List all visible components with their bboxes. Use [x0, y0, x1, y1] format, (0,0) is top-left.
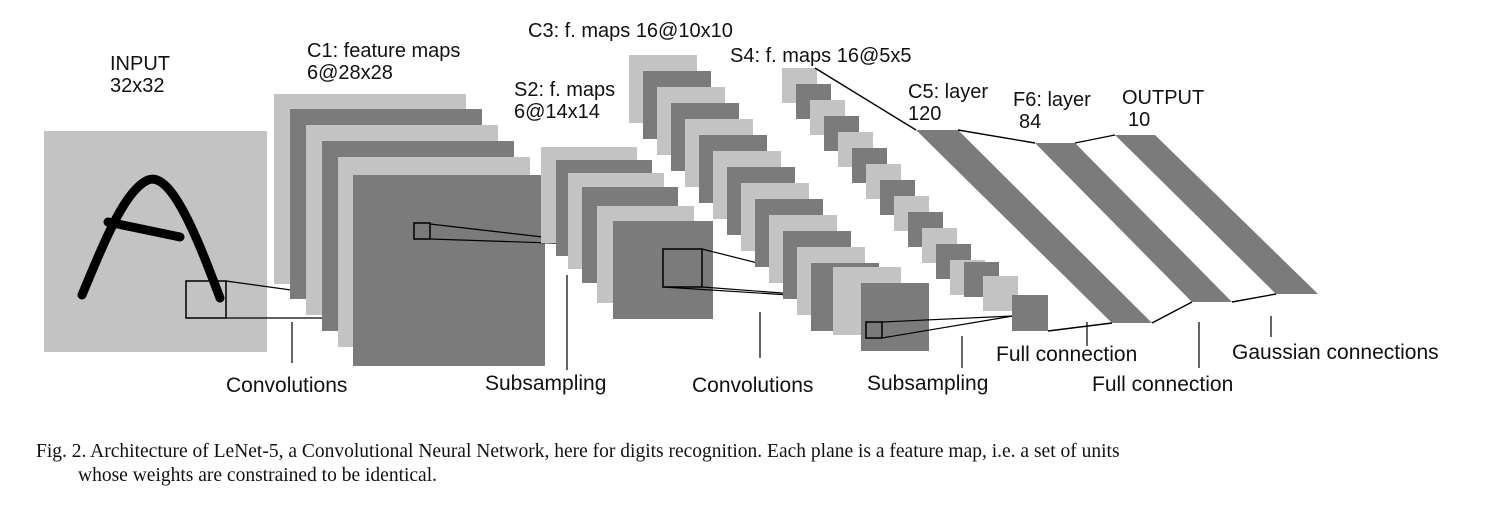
op-subsampling-1: Subsampling [485, 372, 607, 395]
c3-feature-maps [629, 55, 929, 351]
sub2-line-top [881, 315, 1014, 323]
s2-name: S2: f. maps [514, 79, 616, 101]
input-plane [44, 131, 267, 352]
op-convolutions-2: Convolutions [692, 374, 814, 397]
dense-connections [814, 67, 1277, 332]
f6-layer [1035, 143, 1232, 302]
op-gaussian-connections: Gaussian connections [1232, 341, 1439, 364]
output-name: OUTPUT [1122, 87, 1205, 109]
letter-a-glyph [77, 174, 225, 303]
c1-receptive-field [413, 222, 431, 240]
sub2-line-bottom [881, 315, 1014, 339]
op-convolutions-1: Convolutions [226, 374, 348, 397]
output-size: 10 [1128, 109, 1151, 131]
s2-receptive-field [662, 248, 703, 288]
c5-layer [916, 130, 1152, 323]
input-receptive-field [185, 280, 227, 319]
input-name: INPUT [110, 53, 170, 75]
s4-name: S4: f. maps 16@5x5 [730, 45, 912, 67]
input-size: 32x32 [110, 75, 165, 97]
input-label: INPUT 32x32 [110, 53, 170, 97]
c3-name: C3: f. maps 16@10x10 [528, 20, 733, 42]
f6-size: 84 [1019, 111, 1042, 133]
c1-name: C1: feature maps [307, 40, 461, 62]
s2-size: 6@14x14 [514, 101, 600, 123]
s4-feature-maps [782, 68, 1048, 331]
output-layer [1115, 135, 1318, 294]
caption-line-1: Fig. 2. Architecture of LeNet-5, a Convo… [36, 441, 1120, 462]
operation-pointer-ticks [291, 275, 1272, 370]
c5-label: C5: layer 120 [908, 81, 988, 125]
c1-size: 6@28x28 [307, 62, 393, 84]
s2-feature-maps [541, 147, 713, 319]
op-full-connection-2: Full connection [1092, 373, 1234, 396]
f6-name: F6: layer [1013, 89, 1091, 111]
lenet5-diagram [44, 55, 1318, 370]
figure-caption: Fig. 2. Architecture of LeNet-5, a Convo… [36, 440, 1476, 488]
op-full-connection-1: Full connection [996, 343, 1138, 366]
c5-name: C5: layer [908, 81, 989, 103]
c3-receptive-field [865, 321, 883, 339]
s2-label: S2: f. maps 6@14x14 [514, 79, 615, 123]
c3-label: C3: f. maps 16@10x10 [528, 20, 733, 42]
c1-label: C1: feature maps 6@28x28 [307, 40, 460, 84]
caption-line-2: whose weights are constrained to be iden… [78, 465, 438, 486]
op-subsampling-2: Subsampling [867, 372, 989, 395]
c1-feature-maps [274, 94, 545, 366]
output-label: OUTPUT 10 [1122, 87, 1204, 131]
f6-label: F6: layer 84 [1013, 89, 1091, 133]
s4-label: S4: f. maps 16@5x5 [730, 45, 912, 67]
c5-size: 120 [908, 103, 942, 125]
